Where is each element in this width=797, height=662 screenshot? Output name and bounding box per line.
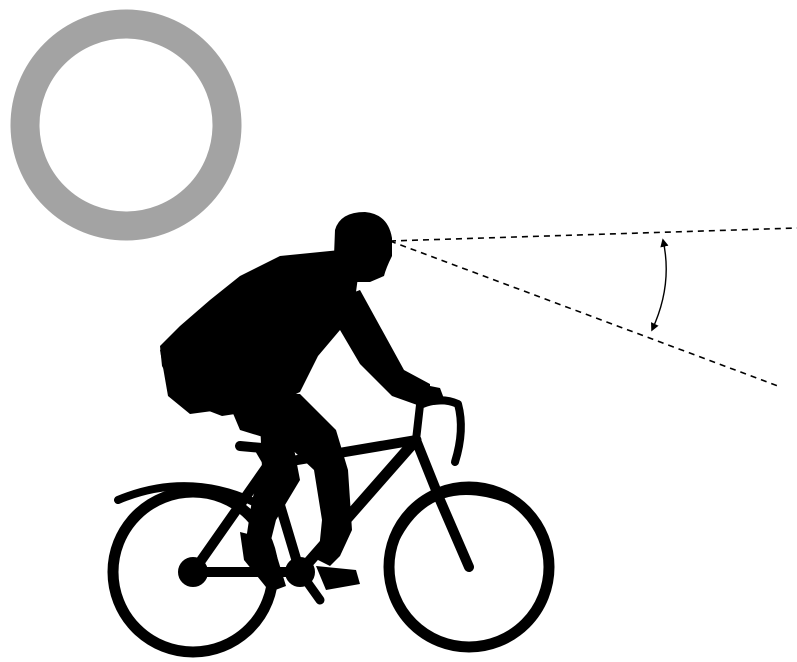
cyclist-silhouette-icon [160,212,446,592]
sight-line-upper [390,228,797,241]
sight-line-lower [390,241,778,386]
sun-ring-icon [25,24,227,226]
view-angle-arrow [652,240,666,330]
